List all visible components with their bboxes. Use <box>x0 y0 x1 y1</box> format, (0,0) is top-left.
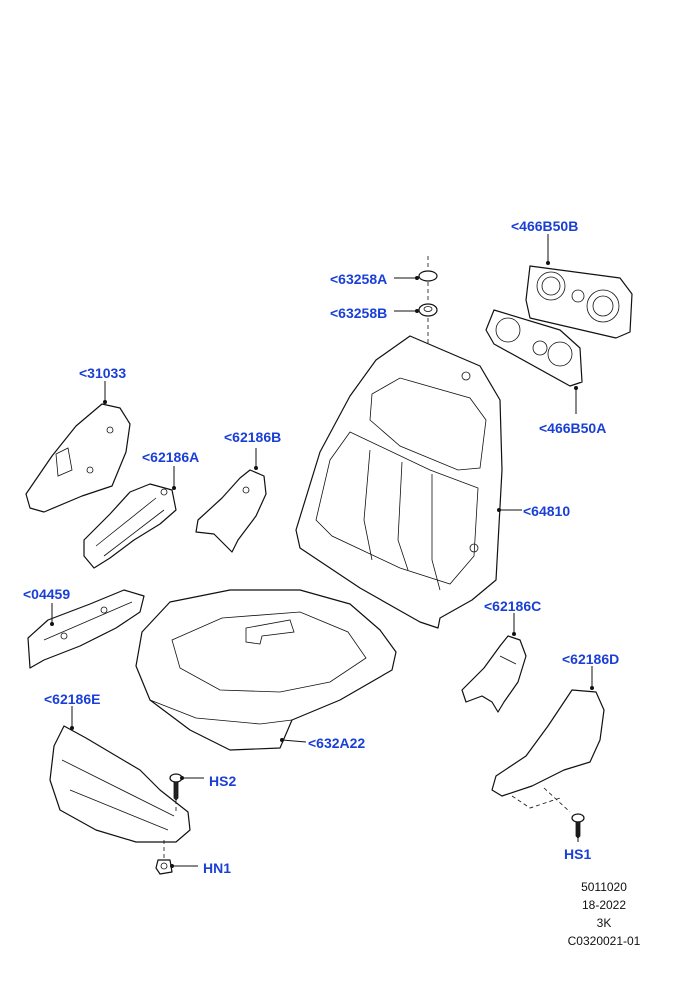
grommet-63258B[interactable] <box>418 282 438 350</box>
diagram-code-line2: 18-2022 <box>581 898 627 912</box>
grommet-63258A[interactable] <box>418 256 438 282</box>
callout-632A22[interactable]: <632A22 <box>308 735 366 751</box>
callout-62186E[interactable]: <62186E <box>44 691 101 707</box>
callout-04459[interactable]: <04459 <box>23 586 71 602</box>
diagram-code-line4: C0320021-01 <box>567 934 641 948</box>
callout-466B50B[interactable]: <466B50B <box>511 218 579 234</box>
trim-cover-31033[interactable] <box>25 403 131 513</box>
callout-62186D[interactable]: <62186D <box>562 651 620 667</box>
callout-62186A[interactable]: <62186A <box>142 449 200 465</box>
bracket-62186C[interactable] <box>461 635 527 713</box>
callout-63258B[interactable]: <63258B <box>330 305 388 321</box>
callout-62186C[interactable]: <62186C <box>484 598 542 614</box>
screw-HS2[interactable] <box>169 773 183 812</box>
callout-63258A[interactable]: <63258A <box>330 271 388 287</box>
diagram-code-line1: 5011020 <box>581 880 627 894</box>
callout-HN1[interactable]: HN1 <box>203 860 232 876</box>
callout-31033[interactable]: <31033 <box>79 365 127 381</box>
callout-466B50A[interactable]: <466B50A <box>539 420 607 436</box>
bracket-62186B[interactable] <box>195 469 267 553</box>
callout-HS1[interactable]: HS1 <box>564 846 592 862</box>
back-panel-466B50A[interactable] <box>485 309 583 387</box>
callout-64810[interactable]: <64810 <box>523 503 571 519</box>
seat-back-64810[interactable] <box>295 335 503 629</box>
callout-HS2[interactable]: HS2 <box>209 773 237 789</box>
diagram-code-line3: 3K <box>596 916 612 930</box>
bracket-62186A[interactable] <box>83 483 177 569</box>
callout-62186B[interactable]: <62186B <box>224 429 282 445</box>
trim-62186E[interactable] <box>49 725 191 843</box>
trim-cover-62186D[interactable] <box>491 689 605 813</box>
back-panel-466B50B[interactable] <box>525 265 633 339</box>
bracket-04459[interactable] <box>27 589 145 669</box>
seat-cushion-632A22[interactable] <box>135 589 397 751</box>
nut-HN1[interactable] <box>155 840 173 875</box>
